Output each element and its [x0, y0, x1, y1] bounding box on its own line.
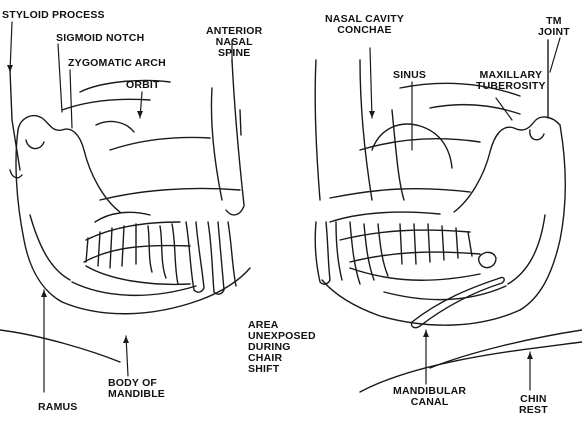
label-mandibular-canal-line2: CANAL: [393, 397, 466, 408]
label-unexposed-area: AREA UNEXPOSED DURING CHAIR SHIFT: [248, 320, 316, 375]
label-nasal-cavity-line2: CONCHAE: [325, 25, 404, 36]
left-body-of-mandible: [0, 268, 250, 362]
label-ramus: RAMUS: [38, 402, 78, 413]
label-nasal-cavity-conchae: NASAL CAVITY CONCHAE: [325, 14, 404, 36]
label-body-of-mandible-line2: MANDIBLE: [108, 389, 165, 400]
left-orbit: [96, 121, 134, 132]
label-chin-rest: CHIN REST: [519, 394, 548, 416]
label-mandibular-canal: MANDIBULAR CANAL: [393, 386, 466, 408]
label-zygomatic-arch: ZYGOMATIC ARCH: [68, 58, 166, 69]
label-body-of-mandible: BODY OF MANDIBLE: [108, 378, 165, 400]
label-orbit: ORBIT: [126, 80, 160, 91]
label-tm-joint: TM JOINT: [538, 16, 570, 38]
label-anterior-nasal-spine-line3: SPINE: [206, 48, 262, 59]
label-unexposed-line5: SHIFT: [248, 364, 316, 375]
label-maxillary-tuberosity-line2: TUBEROSITY: [476, 81, 546, 92]
right-dentition: [315, 212, 496, 284]
label-maxillary-tuberosity: MAXILLARY TUBEROSITY: [476, 70, 546, 92]
left-nasal-spine: [226, 110, 244, 215]
label-sigmoid-notch: SIGMOID NOTCH: [56, 33, 144, 44]
label-sinus: SINUS: [393, 70, 426, 81]
label-chin-rest-line2: REST: [519, 405, 548, 416]
label-anterior-nasal-spine: ANTERIOR NASAL SPINE: [206, 26, 262, 59]
label-tm-joint-line2: JOINT: [538, 27, 570, 38]
label-styloid-process: STYLOID PROCESS: [2, 10, 105, 21]
left-dentition: [84, 212, 236, 294]
